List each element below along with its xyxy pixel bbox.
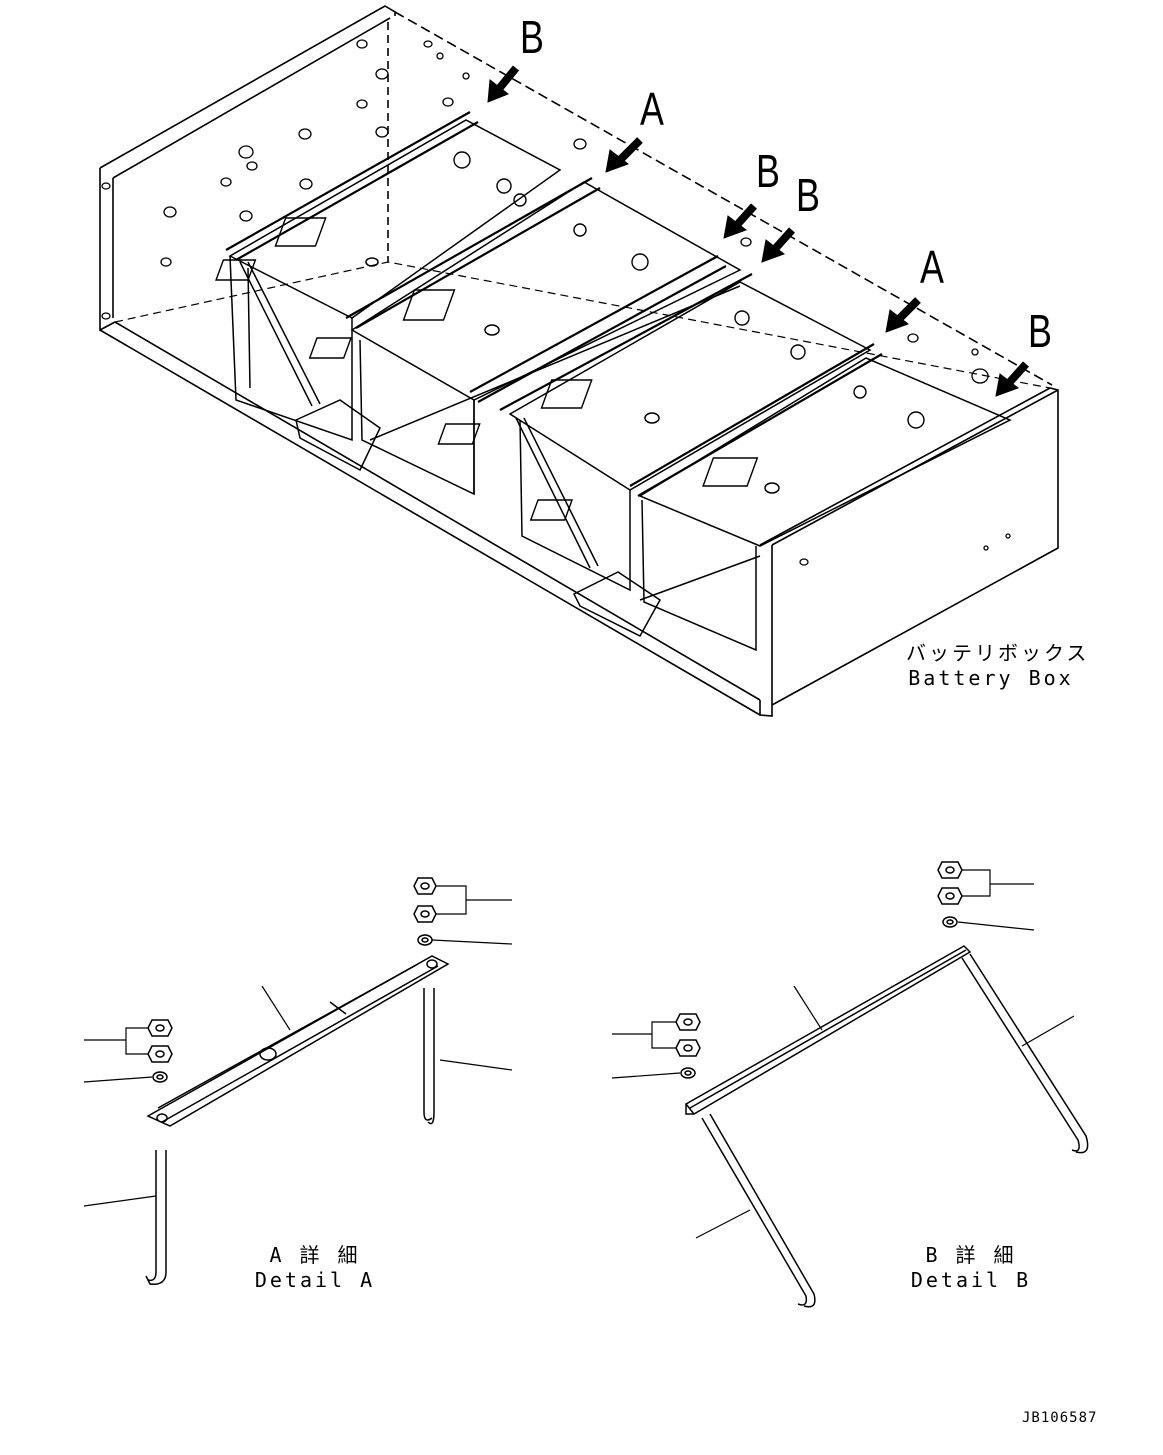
detail-a-drawing [83,877,513,1285]
detail-b-label-en: Detail B [910,1268,1032,1292]
arrow-b2 [723,203,757,239]
callout-arrows [487,65,1029,397]
detail-a-label-jp: A 詳 細 [269,1243,361,1267]
battery-4 [529,357,1012,652]
battery-3 [437,281,872,592]
arrow-b3 [761,227,795,263]
drawing-id: JB106587 [1022,1410,1098,1426]
callout-b-1: B [520,11,544,63]
battery-1 [215,119,562,442]
callout-b-2: B [756,145,780,197]
detail-a-right-nuts [413,877,437,946]
arrow-b4 [995,361,1029,397]
batteries [215,111,1012,652]
battery-box [99,5,1059,717]
detail-b-drawing [611,861,1089,1308]
callout-a-2: A [920,241,944,293]
callout-b-4: B [1028,305,1052,357]
arrow-a1 [605,137,643,173]
battery-2 [308,181,742,496]
arrow-b1 [487,65,520,103]
detail-b-left-nuts [675,1013,701,1079]
detail-a-left-nuts [147,1019,173,1083]
arrow-a2 [885,297,921,333]
detail-b-label-jp: B 詳 細 [925,1243,1017,1267]
battery-box-label-jp: バッテリボックス [906,641,1090,665]
callout-b-3: B [796,169,820,221]
callout-a-1: A [640,83,664,135]
battery-box-label-en: Battery Box [908,666,1074,690]
detail-b-right-nuts [937,861,963,928]
detail-a-label-en: Detail A [254,1268,376,1292]
